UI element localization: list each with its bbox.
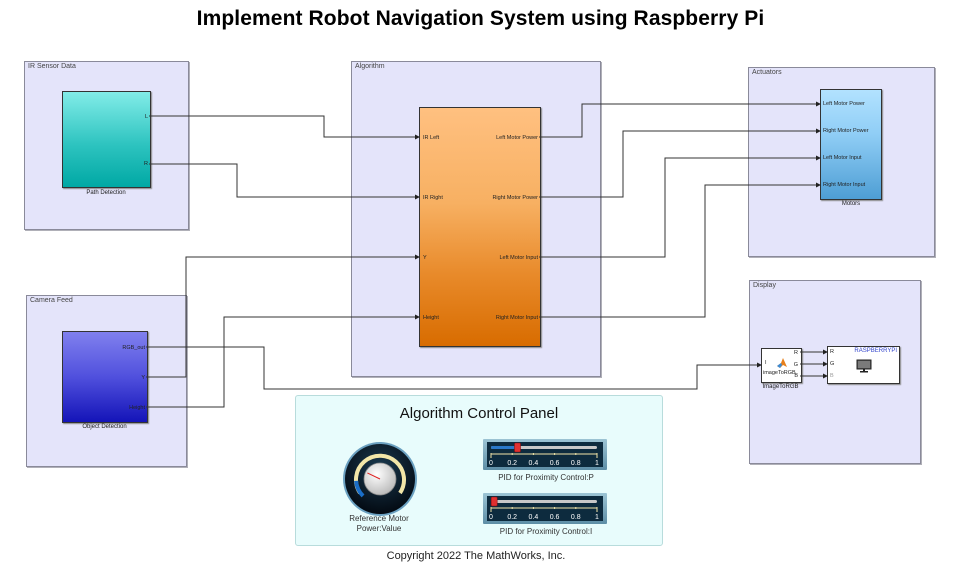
image-to-rgb-inner-label: imageToRGB [763, 370, 796, 376]
port-ir-right: IR Right [423, 195, 443, 201]
port-left-motor-input: Left Motor Input [499, 255, 538, 261]
knob-label: Reference Motor Power:Value [326, 514, 432, 534]
matlab-function-icon [777, 358, 787, 368]
knob-needle [367, 472, 381, 480]
wire-ir-left [149, 115, 420, 140]
pid-p-slider[interactable]: 0 0.2 0.4 0.6 0.8 1 [483, 439, 607, 470]
slider-tick-label: 0.2 [507, 514, 517, 521]
wire-left-motor-power [539, 101, 821, 138]
port-R: R [830, 349, 834, 355]
slider-tick-label: 0.4 [529, 460, 539, 467]
slider-thumb[interactable] [490, 496, 498, 507]
slider-fill [491, 446, 518, 449]
pid-i-label: PID for Proximity Control:I [499, 527, 593, 536]
raspberrypi-label: RASPBERRYPI [854, 348, 897, 354]
port-ir-left: IR Left [423, 135, 440, 141]
port-right-motor-power: Right Motor Power [823, 128, 869, 134]
image-to-rgb-label: ImageToRGB [762, 384, 799, 390]
slider-tick-label: 0.8 [571, 460, 581, 467]
port-left-motor-power: Left Motor Power [823, 101, 865, 107]
port-right-motor-power: Right Motor Power [492, 195, 538, 201]
copyright-text: Copyright 2022 The MathWorks, Inc. [386, 550, 566, 562]
image-to-rgb-block[interactable]: I R G B imageToRGB [761, 348, 802, 383]
port-G: G [830, 361, 835, 367]
port-I: I [765, 360, 767, 366]
port-y: Y [423, 255, 427, 261]
port-right-motor-input: Right Motor Input [495, 315, 538, 321]
slider-track[interactable]: 0 0.2 0.4 0.6 0.8 1 [487, 442, 603, 467]
wire-right-motor-input [539, 182, 821, 318]
wire-ir-right [149, 163, 420, 200]
port-R: R [144, 161, 148, 167]
slider-tick-label: 0.6 [550, 514, 560, 521]
port-G: G [793, 362, 798, 368]
slider-thumb[interactable] [514, 442, 521, 453]
motors-label: Motors [841, 201, 861, 207]
monitor-icon [856, 359, 872, 373]
pid-p-label: PID for Proximity Control:P [498, 473, 594, 482]
port-Y: Y [141, 375, 145, 381]
wire-right-motor-power [539, 128, 821, 198]
algorithm-control-panel: Algorithm Control Panel Reference Motor … [295, 395, 663, 546]
area-label: Algorithm [355, 63, 385, 70]
port-left-motor-power: Left Motor Power [496, 135, 538, 141]
knob-value-arc [354, 480, 365, 498]
area-label: IR Sensor Data [28, 63, 76, 70]
slider-tick-label: 1 [595, 514, 599, 521]
slider-tick-label: 0 [489, 514, 493, 521]
object-detection-label: Object Detection [82, 424, 127, 430]
port-Height: Height [129, 405, 145, 411]
slider-tick-label: 0.4 [529, 514, 539, 521]
knob-dial[interactable] [342, 441, 418, 517]
area-label: Display [753, 282, 776, 289]
pid-i-slider[interactable]: 0 0.2 0.4 0.6 0.8 1 [483, 493, 607, 524]
port-B: B [794, 373, 798, 379]
reference-motor-power-knob[interactable] [342, 441, 418, 517]
slider-tick-label: 1 [595, 460, 599, 467]
knob-label-line2: Power:Value [356, 524, 402, 533]
wire-height [146, 314, 420, 408]
knob-label-line1: Reference Motor [349, 514, 409, 523]
wire-left-motor-input [539, 155, 821, 258]
port-height: Height [423, 315, 439, 321]
slider-rail [491, 500, 597, 503]
slider-tick-label: 0.2 [507, 460, 517, 467]
port-L: L [144, 114, 148, 120]
wire-y [146, 254, 420, 378]
slider-tick-label: 0 [489, 460, 493, 467]
slider-track[interactable]: 0 0.2 0.4 0.6 0.8 1 [487, 496, 603, 521]
port-RGB-out: RGB_out [122, 345, 145, 351]
diagram-title: Implement Robot Navigation System using … [196, 7, 765, 30]
motors-block[interactable]: Left Motor Power Right Motor Power Left … [820, 89, 882, 200]
path-detection-block[interactable]: L R [62, 91, 151, 188]
port-right-motor-input: Right Motor Input [823, 182, 866, 188]
raspberrypi-display-block[interactable]: RASPBERRYPI R G B [827, 346, 900, 384]
algorithm-block[interactable]: IR Left IR Right Y Height Left Motor Pow… [419, 107, 541, 347]
area-label: Actuators [752, 69, 782, 76]
object-detection-block[interactable]: RGB_out Y Height [62, 331, 148, 423]
slider-tick-label: 0.8 [571, 514, 581, 521]
wire-rgb-out [146, 346, 762, 390]
port-R: R [794, 350, 798, 356]
port-left-motor-input: Left Motor Input [823, 155, 862, 161]
slider-tick-label: 0.6 [550, 460, 560, 467]
area-label: Camera Feed [30, 297, 73, 304]
path-detection-label: Path Detection [86, 190, 126, 196]
port-B: B [830, 373, 834, 379]
control-panel-title: Algorithm Control Panel [399, 405, 559, 422]
